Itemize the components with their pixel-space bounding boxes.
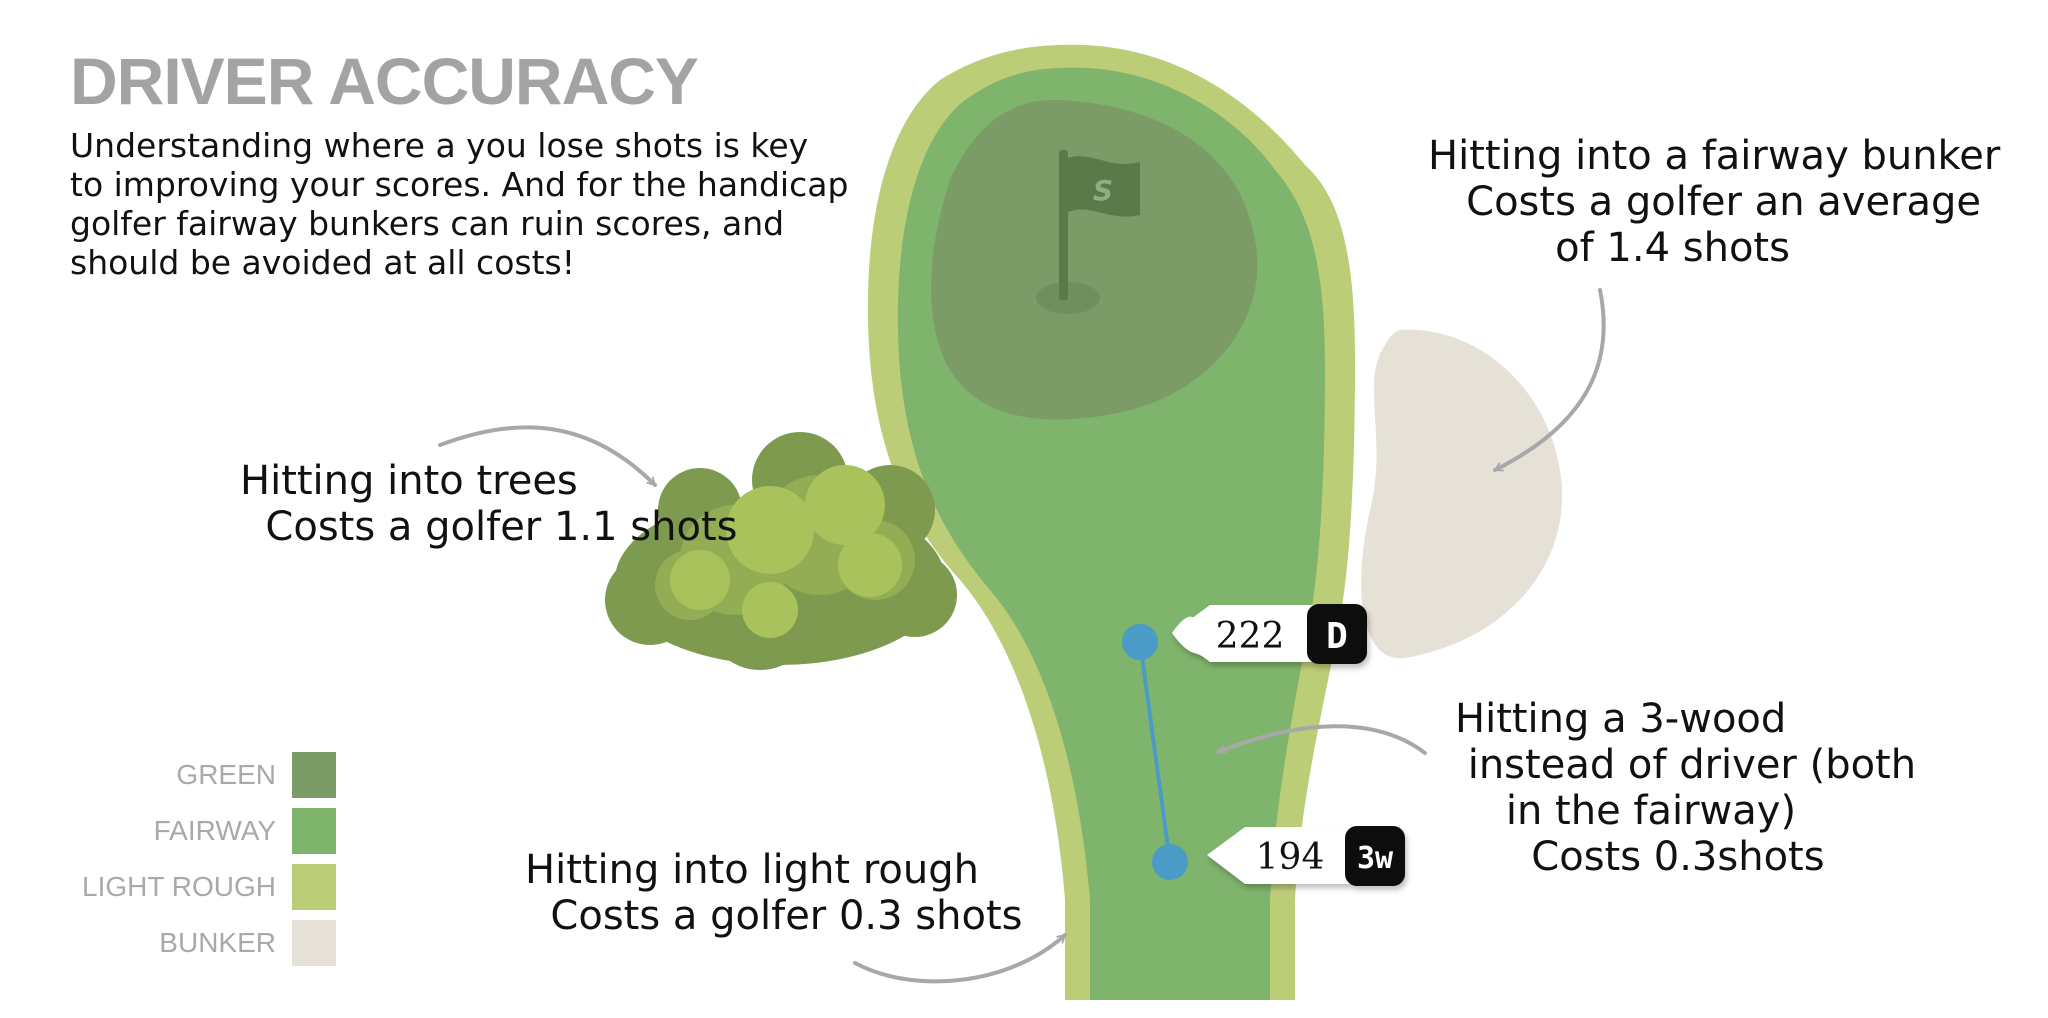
legend: GREEN FAIRWAY LIGHT ROUGH BUNKER — [60, 752, 336, 976]
wood-landing-dot — [1152, 844, 1188, 880]
driver-distance-tag — [1172, 604, 1367, 664]
wood-distance-value: 194 — [1256, 837, 1325, 878]
intro-text: Understanding where a you lose shots is … — [70, 126, 849, 282]
wood-callout: Hitting a 3-wood instead of driver (both… — [1455, 696, 1917, 880]
legend-item-light-rough: LIGHT ROUGH — [60, 864, 336, 910]
trees-cluster — [605, 432, 957, 670]
flag-letter: S — [1093, 174, 1113, 207]
legend-item-bunker: BUNKER — [60, 920, 336, 966]
fairway-bunker — [1361, 329, 1563, 659]
legend-label: FAIRWAY — [153, 815, 276, 846]
legend-item-fairway: FAIRWAY — [60, 808, 336, 854]
legend-item-green: GREEN — [60, 752, 336, 798]
trees-arrow — [438, 425, 657, 487]
legend-swatch — [292, 864, 336, 910]
rough-arrow — [853, 933, 1067, 984]
driver-distance-value: 222 — [1216, 616, 1285, 657]
wood-arrow — [1216, 724, 1427, 755]
bunker-callout: Hitting into a fairway bunker Costs a go… — [1428, 133, 2001, 271]
legend-label: GREEN — [176, 759, 276, 790]
legend-swatch — [292, 808, 336, 854]
flag-icon: S — [1036, 150, 1140, 314]
bunker-arrow — [1493, 288, 1606, 472]
legend-swatch — [292, 920, 336, 966]
legend-label: BUNKER — [159, 927, 276, 958]
legend-label: LIGHT ROUGH — [82, 871, 276, 902]
driver-club-label: D — [1326, 616, 1348, 657]
wood-club-label: 3w — [1357, 841, 1394, 876]
shot-path-line — [1138, 641, 1172, 863]
page-title: DRIVER ACCURACY — [70, 44, 699, 118]
wood-distance-tag — [1207, 826, 1405, 886]
legend-swatch — [292, 752, 336, 798]
putting-green — [931, 99, 1258, 420]
rough-callout: Hitting into light rough Costs a golfer … — [525, 847, 1023, 939]
driver-landing-dot — [1122, 624, 1158, 660]
trees-callout: Hitting into trees Costs a golfer 1.1 sh… — [240, 458, 738, 550]
